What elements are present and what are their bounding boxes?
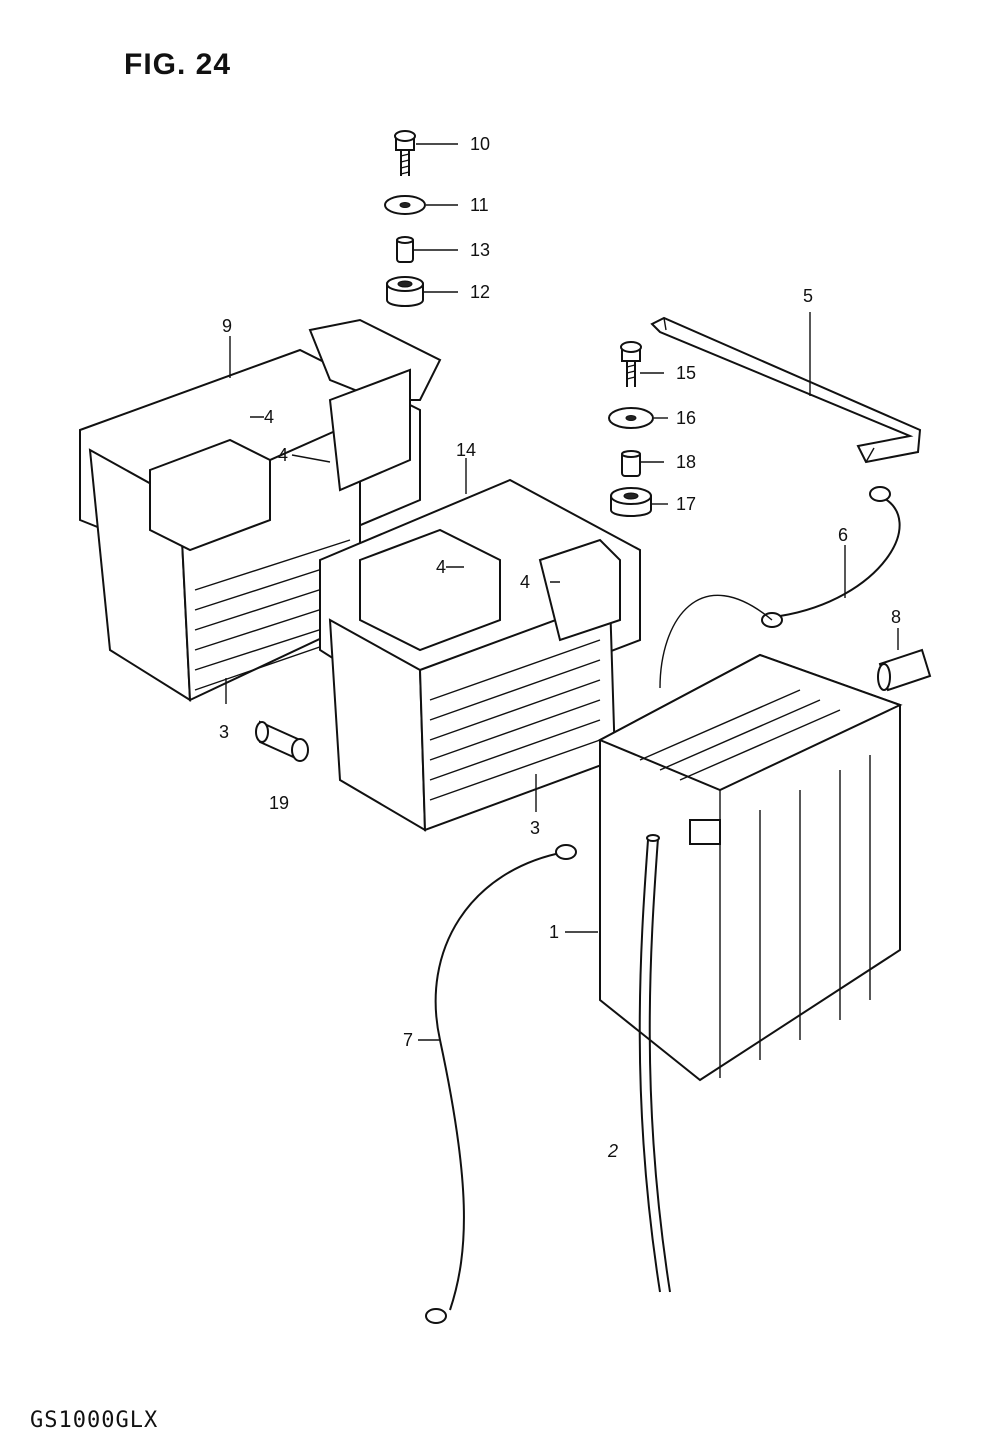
callout-12: 12 — [470, 282, 491, 302]
callout-8: 8 — [891, 607, 902, 627]
callout-18: 18 — [676, 452, 697, 472]
leader-lines-4 — [250, 416, 560, 583]
breather-hose-2 — [638, 834, 671, 1293]
battery-holder-14 — [319, 458, 641, 832]
callout-13: 13 — [470, 240, 491, 260]
leader-lines-3 — [225, 678, 537, 812]
cable-6 — [659, 486, 901, 689]
collar-19 — [255, 720, 309, 762]
washer-16 — [608, 407, 668, 429]
callout-3a: 3 — [219, 722, 230, 742]
callout-16: 16 — [676, 408, 697, 428]
callout-6: 6 — [838, 525, 849, 545]
bolt-15 — [620, 341, 664, 387]
callout-1: 1 — [549, 922, 560, 942]
callout-5: 5 — [803, 286, 814, 306]
callout-14: 14 — [456, 440, 477, 460]
callout-2: 2 — [608, 1141, 619, 1161]
callout-3b: 3 — [530, 818, 541, 838]
callout-4b: 4 — [278, 445, 289, 465]
callout-19: 19 — [269, 793, 290, 813]
battery-strap-5 — [650, 312, 922, 464]
callout-4c: 4 — [436, 557, 447, 577]
callout-4a: 4 — [264, 407, 275, 427]
terminal-cover-8 — [877, 628, 932, 692]
callout-17: 17 — [676, 494, 697, 514]
callout-15: 15 — [676, 363, 697, 383]
collar-18 — [621, 450, 664, 477]
collar-13 — [396, 236, 458, 263]
figure-title: FIG. 24 — [124, 48, 232, 81]
bolt-10 — [394, 130, 458, 176]
grommet-17 — [610, 487, 668, 517]
grommet-12 — [386, 276, 458, 307]
callout-11: 11 — [470, 195, 489, 215]
model-code: GS1000GLX — [30, 1408, 159, 1433]
battery-holder-9 — [79, 318, 442, 702]
callout-10: 10 — [470, 134, 491, 154]
callout-4d: 4 — [520, 572, 531, 592]
washer-11 — [384, 195, 458, 215]
callout-9: 9 — [222, 316, 233, 336]
battery-1 — [565, 653, 903, 1082]
callout-7: 7 — [403, 1030, 414, 1050]
cable-7 — [418, 844, 577, 1324]
